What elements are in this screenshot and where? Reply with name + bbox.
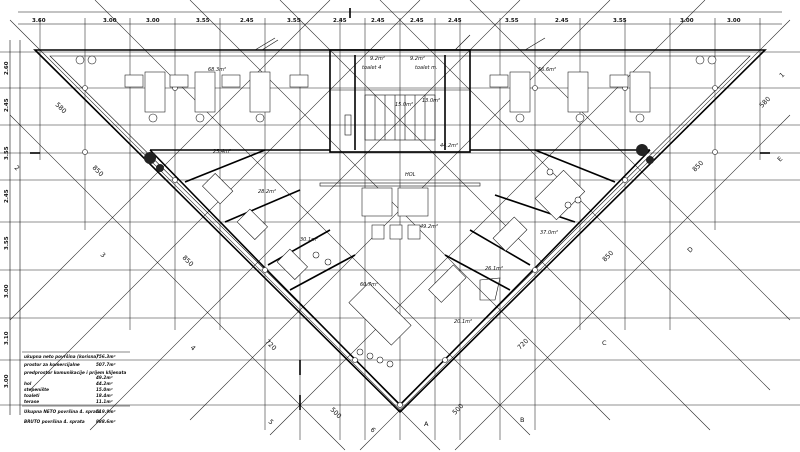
room-area-label: 9.2m²: [370, 56, 385, 62]
diagonal-dim: 580: [54, 101, 68, 115]
room-area-label: 9.2m²: [410, 56, 425, 62]
legend-value: 11.1m²: [96, 399, 113, 404]
legend-label: prostor za komercijalne: [23, 362, 80, 367]
left-dim: 3.55: [4, 146, 10, 160]
legend-label: hol: [24, 381, 32, 386]
top-dim: 3.55: [287, 18, 301, 24]
top-dim: 3.00: [146, 18, 160, 24]
diagonal-dim: 720: [264, 338, 278, 352]
axis-label: D: [686, 245, 695, 254]
legend-value: 49.2m²: [96, 375, 113, 380]
legend-value: 756.3m²: [96, 354, 116, 359]
room-area-label: toalet m.: [415, 65, 438, 71]
room-area-label: 26.1m²: [485, 266, 503, 272]
legend-value: 507.7m²: [96, 362, 116, 367]
room-area-label: 60.7m²: [360, 282, 378, 288]
legend-label: predprostor komunikacije i prijem klijen…: [23, 370, 126, 375]
total-net-label: Ukupna NETO površina 4. sprata: [24, 409, 101, 414]
room-area-label: 13.0m²: [422, 98, 440, 104]
diagonal-dim: 500: [451, 402, 465, 416]
top-dim: 2.45: [410, 18, 424, 24]
left-dim: 2.60: [4, 61, 10, 75]
workstations: [75, 55, 717, 368]
top-dim: 2.45: [333, 18, 347, 24]
plant-icon: [144, 144, 654, 172]
axis-label: 1: [778, 71, 787, 80]
diagonal-dim: 850: [691, 159, 705, 173]
axis-label: 4: [189, 344, 198, 353]
stair-core: [344, 94, 436, 141]
legend-label: terase: [24, 399, 39, 404]
room-area-label: 28.2m²: [258, 189, 276, 195]
total-gross-value: 888.6m²: [96, 419, 116, 424]
diagonal-dim: 850: [91, 164, 105, 178]
room-area-label: toalet 4: [362, 65, 381, 71]
diagonal-dim: 500: [329, 406, 343, 420]
legend-value: 18.4m²: [96, 393, 113, 398]
room-area-label: 68.3m²: [208, 67, 226, 73]
legend-value: 15.0m²: [96, 387, 113, 392]
room-labels: 68.3m² 56.6m² 9.2m² 9.2m² toalet 4 toale…: [208, 56, 558, 325]
axis-label: E: [776, 155, 785, 164]
room-area-label: HOL: [405, 172, 416, 178]
diagonal-dim: 850: [601, 249, 615, 263]
axis-label: 5: [267, 418, 276, 427]
top-dim: 3.60: [32, 18, 46, 24]
axis-label: 6: [369, 426, 378, 435]
top-dim: 3.55: [505, 18, 519, 24]
diagonal-dim: 850: [181, 254, 195, 268]
room-area-label: 56.6m²: [538, 67, 556, 73]
axis-label: 3: [99, 251, 108, 260]
left-dim: 3.55: [4, 236, 10, 250]
area-schedule: ukupna neto površina (korisna) 756.3m² p…: [22, 351, 130, 424]
axis-label: A: [424, 420, 429, 428]
left-dim: 2.45: [4, 189, 10, 203]
top-dim: 2.45: [240, 18, 254, 24]
axis-markers: A B C D E 1 2 3 4 5 6: [13, 8, 787, 435]
top-dimension-row: 3.60 3.00 3.00 3.55 2.45 3.55 2.45 2.45 …: [18, 11, 782, 25]
legend-value: 44.2m²: [96, 381, 113, 386]
left-dim: 3.10: [4, 331, 10, 345]
top-dim: 3.00: [727, 18, 741, 24]
legend-label: stepenište: [24, 387, 49, 392]
top-dim: 3.00: [680, 18, 694, 24]
total-net-value: 519.9m²: [96, 409, 116, 414]
room-area-label: 15.0m²: [395, 102, 413, 108]
top-dim: 2.45: [371, 18, 385, 24]
diagonal-dimensions: 580 850 850 720 500 500 720 850 850 580: [54, 95, 773, 420]
left-dimension-column: 2.60 2.45 3.55 2.45 3.55 3.00 3.10 3.00: [4, 40, 21, 415]
legend-label: toaleti: [24, 393, 40, 398]
axis-label: B: [520, 416, 524, 424]
room-area-label: 44.2m²: [440, 143, 458, 149]
axis-label: C: [602, 339, 607, 347]
room-area-label: 37.0m²: [540, 230, 558, 236]
top-dim: 2.45: [555, 18, 569, 24]
legend-label: ukupna neto površina (korisna): [24, 354, 98, 359]
left-dim: 2.45: [4, 98, 10, 112]
top-dim: 2.45: [448, 18, 462, 24]
total-gross-label: BRUTO površina 4. sprata: [24, 419, 85, 424]
diagonal-dim: 720: [516, 337, 530, 351]
axis-label: 2: [13, 164, 22, 173]
room-area-label: 25.4m²: [213, 149, 231, 155]
top-dim: 3.55: [196, 18, 210, 24]
room-area-label: 49.2m²: [420, 224, 438, 230]
top-dim: 3.55: [613, 18, 627, 24]
left-dim: 3.00: [4, 374, 10, 388]
room-area-label: 30.1m²: [300, 237, 318, 243]
room-area-label: 20.1m²: [454, 319, 472, 325]
building-outline: [33, 34, 767, 414]
left-dim: 3.00: [4, 284, 10, 298]
top-dim: 3.00: [103, 18, 117, 24]
